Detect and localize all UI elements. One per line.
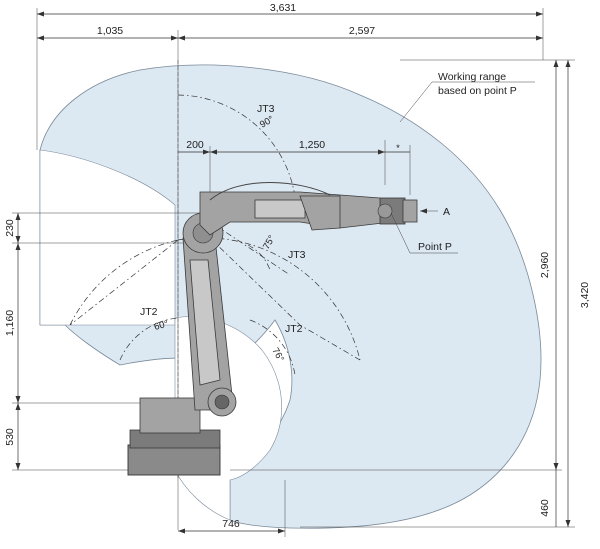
label-jt3-mid: JT3: [288, 249, 306, 261]
range-inner-cutout: [39, 149, 176, 326]
robot-base: [127, 444, 221, 476]
dim-offset-200: 200: [186, 139, 204, 151]
label-jt2-right-angle: 76°: [269, 346, 286, 364]
jt3-mid-arc: [247, 244, 271, 271]
dim-star-mark: *: [396, 143, 400, 154]
dim-offset-1250: 1,250: [299, 139, 325, 151]
dim-reach-height: 2,960: [539, 252, 551, 278]
dim-front-width: 2,597: [349, 25, 375, 37]
robot-arm: [127, 182, 418, 476]
label-working-range-2: based on point P: [438, 85, 517, 97]
dim-vertical-530: 530: [4, 428, 16, 446]
label-jt3-top: JT3: [257, 103, 275, 115]
dim-vertical-230: 230: [4, 219, 16, 237]
jt2-right-boundary: [209, 237, 361, 361]
dim-base-width: 746: [222, 518, 240, 530]
label-point-p: Point P: [418, 241, 452, 253]
dim-overall-height: 3,420: [579, 282, 591, 308]
jt3-top-arc: [177, 94, 297, 206]
dim-vertical-1160: 1,160: [4, 310, 16, 336]
jt2-left-boundary: [69, 239, 179, 326]
marker-a: A: [443, 206, 450, 218]
dim-overall-width: 3,631: [270, 2, 296, 14]
dim-vertical-460: 460: [539, 499, 551, 517]
dim-rear-width: 1,035: [97, 25, 123, 37]
label-jt2-right: JT2: [285, 323, 303, 335]
jt2-right-arc: [249, 319, 296, 376]
label-jt2-left: JT2: [140, 306, 158, 318]
label-working-range-1: Working range: [438, 71, 506, 83]
label-jt2-left-angle: 60°: [153, 319, 170, 333]
